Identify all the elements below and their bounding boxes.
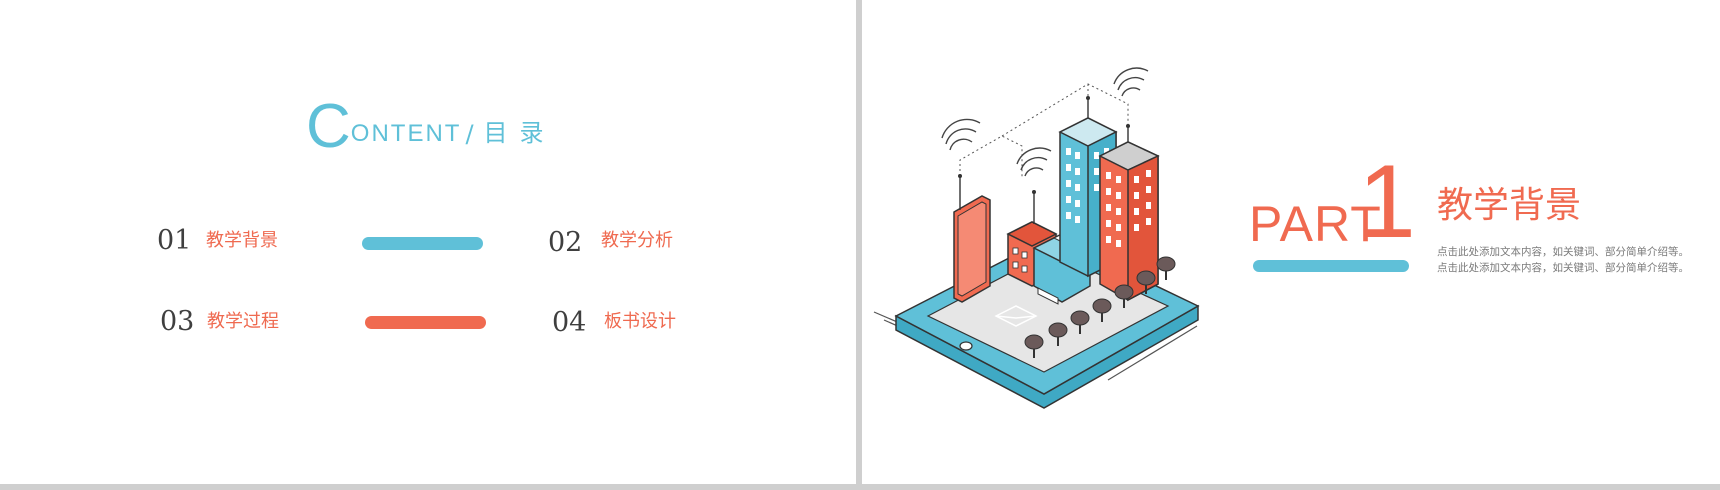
description-line: 点击此处添加文本内容，如关键词、部分简单介绍等。 bbox=[1437, 262, 1689, 274]
toc-number: 04 bbox=[552, 307, 587, 338]
section-description: 点击此处添加文本内容，如关键词、部分简单介绍等。 点击此处添加文本内容，如关键词… bbox=[1437, 244, 1689, 276]
description-line: 点击此处添加文本内容，如关键词、部分简单介绍等。 bbox=[1437, 246, 1689, 258]
toc-label: 教学背景 bbox=[206, 230, 278, 251]
part-label: PART bbox=[1249, 196, 1382, 252]
isometric-city-on-phone-illustration bbox=[873, 67, 1200, 409]
toc-label: 教学过程 bbox=[207, 311, 279, 332]
toc-number: 03 bbox=[160, 306, 195, 337]
toc-label: 板书设计 bbox=[604, 311, 676, 332]
title-chinese: 目录 bbox=[483, 119, 556, 147]
section-slide: PART 1 教学背景 点击此处添加文本内容，如关键词、部分简单介绍等。 点击此… bbox=[862, 0, 1720, 484]
toc-bar-blue bbox=[362, 237, 483, 250]
contents-title: CONTENT/目录 bbox=[306, 96, 556, 158]
contents-slide: CONTENT/ 目录 01 教学背景 02 教学分析 03 教学过程 04 板书… bbox=[0, 0, 856, 484]
title-initial: C bbox=[306, 92, 351, 161]
part-number: 1 bbox=[1358, 144, 1416, 260]
toc-label: 教学分析 bbox=[601, 230, 673, 251]
title-rest: ONTENT bbox=[350, 120, 462, 147]
part-underline-bar bbox=[1253, 260, 1409, 272]
section-title: 教学背景 bbox=[1437, 185, 1582, 226]
toc-number: 01 bbox=[157, 225, 192, 256]
toc-number: 02 bbox=[548, 227, 583, 258]
title-slash: / bbox=[465, 120, 474, 148]
toc-bar-red bbox=[365, 316, 486, 329]
